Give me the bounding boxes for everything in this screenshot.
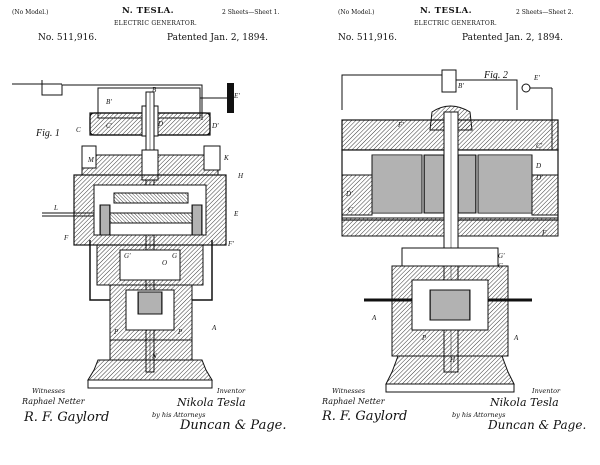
attorneys-label: by his Attorneys bbox=[452, 411, 506, 419]
svg-text:D': D' bbox=[211, 122, 219, 130]
svg-text:D': D' bbox=[535, 174, 543, 182]
svg-text:P: P bbox=[177, 328, 183, 336]
patent-title: ELECTRIC GENERATOR. bbox=[414, 20, 498, 27]
svg-text:C': C' bbox=[536, 142, 543, 150]
svg-text:G': G' bbox=[498, 252, 505, 260]
svg-text:A: A bbox=[371, 314, 377, 322]
svg-text:P: P bbox=[113, 328, 119, 336]
witness-1-signature: Raphael Netter bbox=[22, 397, 85, 406]
fig-1-label: Fig. 1 bbox=[35, 128, 60, 139]
svg-text:M: M bbox=[87, 156, 95, 164]
svg-text:G': G' bbox=[124, 252, 131, 260]
svg-text:P: P bbox=[421, 334, 427, 342]
witnesses-label: Witnesses bbox=[32, 387, 66, 395]
inventor-signature: Nikola Tesla bbox=[490, 396, 559, 409]
patent-date: Patented Jan. 2, 1894. bbox=[462, 33, 564, 43]
svg-text:H: H bbox=[449, 356, 456, 364]
inventor-label: Inventor bbox=[532, 387, 561, 395]
fig-2-label: Fig. 2 bbox=[483, 70, 508, 81]
svg-text:D: D bbox=[157, 120, 163, 128]
svg-text:G: G bbox=[498, 262, 503, 270]
patent-title: ELECTRIC GENERATOR. bbox=[114, 20, 198, 27]
svg-text:D': D' bbox=[345, 190, 353, 198]
inventor-label: Inventor bbox=[217, 387, 246, 395]
inventor-signature: Nikola Tesla bbox=[177, 396, 246, 409]
svg-text:L: L bbox=[53, 204, 58, 212]
svg-text:G: G bbox=[172, 252, 177, 260]
svg-text:F: F bbox=[541, 229, 547, 237]
attorneys-signature: Duncan & Page. bbox=[488, 418, 587, 432]
fig-2-drawing: Fig. 2 B' E' F' C' D D' D' C F G' G A A … bbox=[341, 69, 559, 393]
witness-1-signature: Raphael Netter bbox=[322, 397, 385, 406]
patent-sheet-1: (No Model.) N. TESLA. 2 Sheets—Sheet 1. … bbox=[2, 0, 298, 465]
svg-text:F: F bbox=[63, 234, 69, 242]
svg-text:O: O bbox=[162, 259, 167, 267]
sheet-count: 2 Sheets—Sheet 1. bbox=[222, 9, 280, 16]
svg-text:H: H bbox=[237, 172, 244, 180]
svg-text:F': F' bbox=[227, 240, 234, 248]
svg-text:B': B' bbox=[458, 82, 464, 90]
witnesses-label: Witnesses bbox=[332, 387, 366, 395]
patent-number: No. 511,916. bbox=[338, 33, 397, 43]
inventor-name: N. TESLA. bbox=[420, 6, 473, 16]
svg-text:K: K bbox=[223, 154, 229, 162]
model-note: (No Model.) bbox=[338, 9, 375, 16]
svg-text:B: B bbox=[152, 86, 157, 94]
svg-text:A: A bbox=[513, 334, 519, 342]
svg-text:F': F' bbox=[397, 121, 404, 129]
svg-text:D: D bbox=[535, 162, 541, 170]
svg-text:N: N bbox=[151, 352, 157, 360]
fig-1-drawing: Fig. 1 B B' E' C C' D' D M K H E L F F' … bbox=[12, 80, 244, 389]
inventor-name: N. TESLA. bbox=[122, 6, 175, 16]
svg-text:C: C bbox=[348, 206, 353, 214]
patent-sheet-2: (No Model.) N. TESLA. 2 Sheets—Sheet 2. … bbox=[302, 0, 598, 465]
patent-number: No. 511,916. bbox=[38, 33, 97, 43]
witness-2-signature: R. F. Gaylord bbox=[24, 410, 110, 425]
svg-text:E: E bbox=[233, 210, 239, 218]
model-note: (No Model.) bbox=[12, 9, 49, 16]
patent-date: Patented Jan. 2, 1894. bbox=[167, 33, 269, 43]
attorneys-label: by his Attorneys bbox=[152, 411, 206, 419]
sheet-count: 2 Sheets—Sheet 2. bbox=[516, 9, 574, 16]
witness-2-signature: R. F. Gaylord bbox=[322, 409, 408, 424]
attorneys-signature: Duncan & Page. bbox=[180, 418, 287, 433]
svg-text:E': E' bbox=[233, 92, 240, 100]
svg-text:B': B' bbox=[106, 98, 112, 106]
svg-text:A: A bbox=[211, 324, 217, 332]
svg-text:E': E' bbox=[533, 74, 540, 82]
svg-text:C: C bbox=[76, 126, 81, 134]
svg-text:C': C' bbox=[106, 122, 113, 130]
